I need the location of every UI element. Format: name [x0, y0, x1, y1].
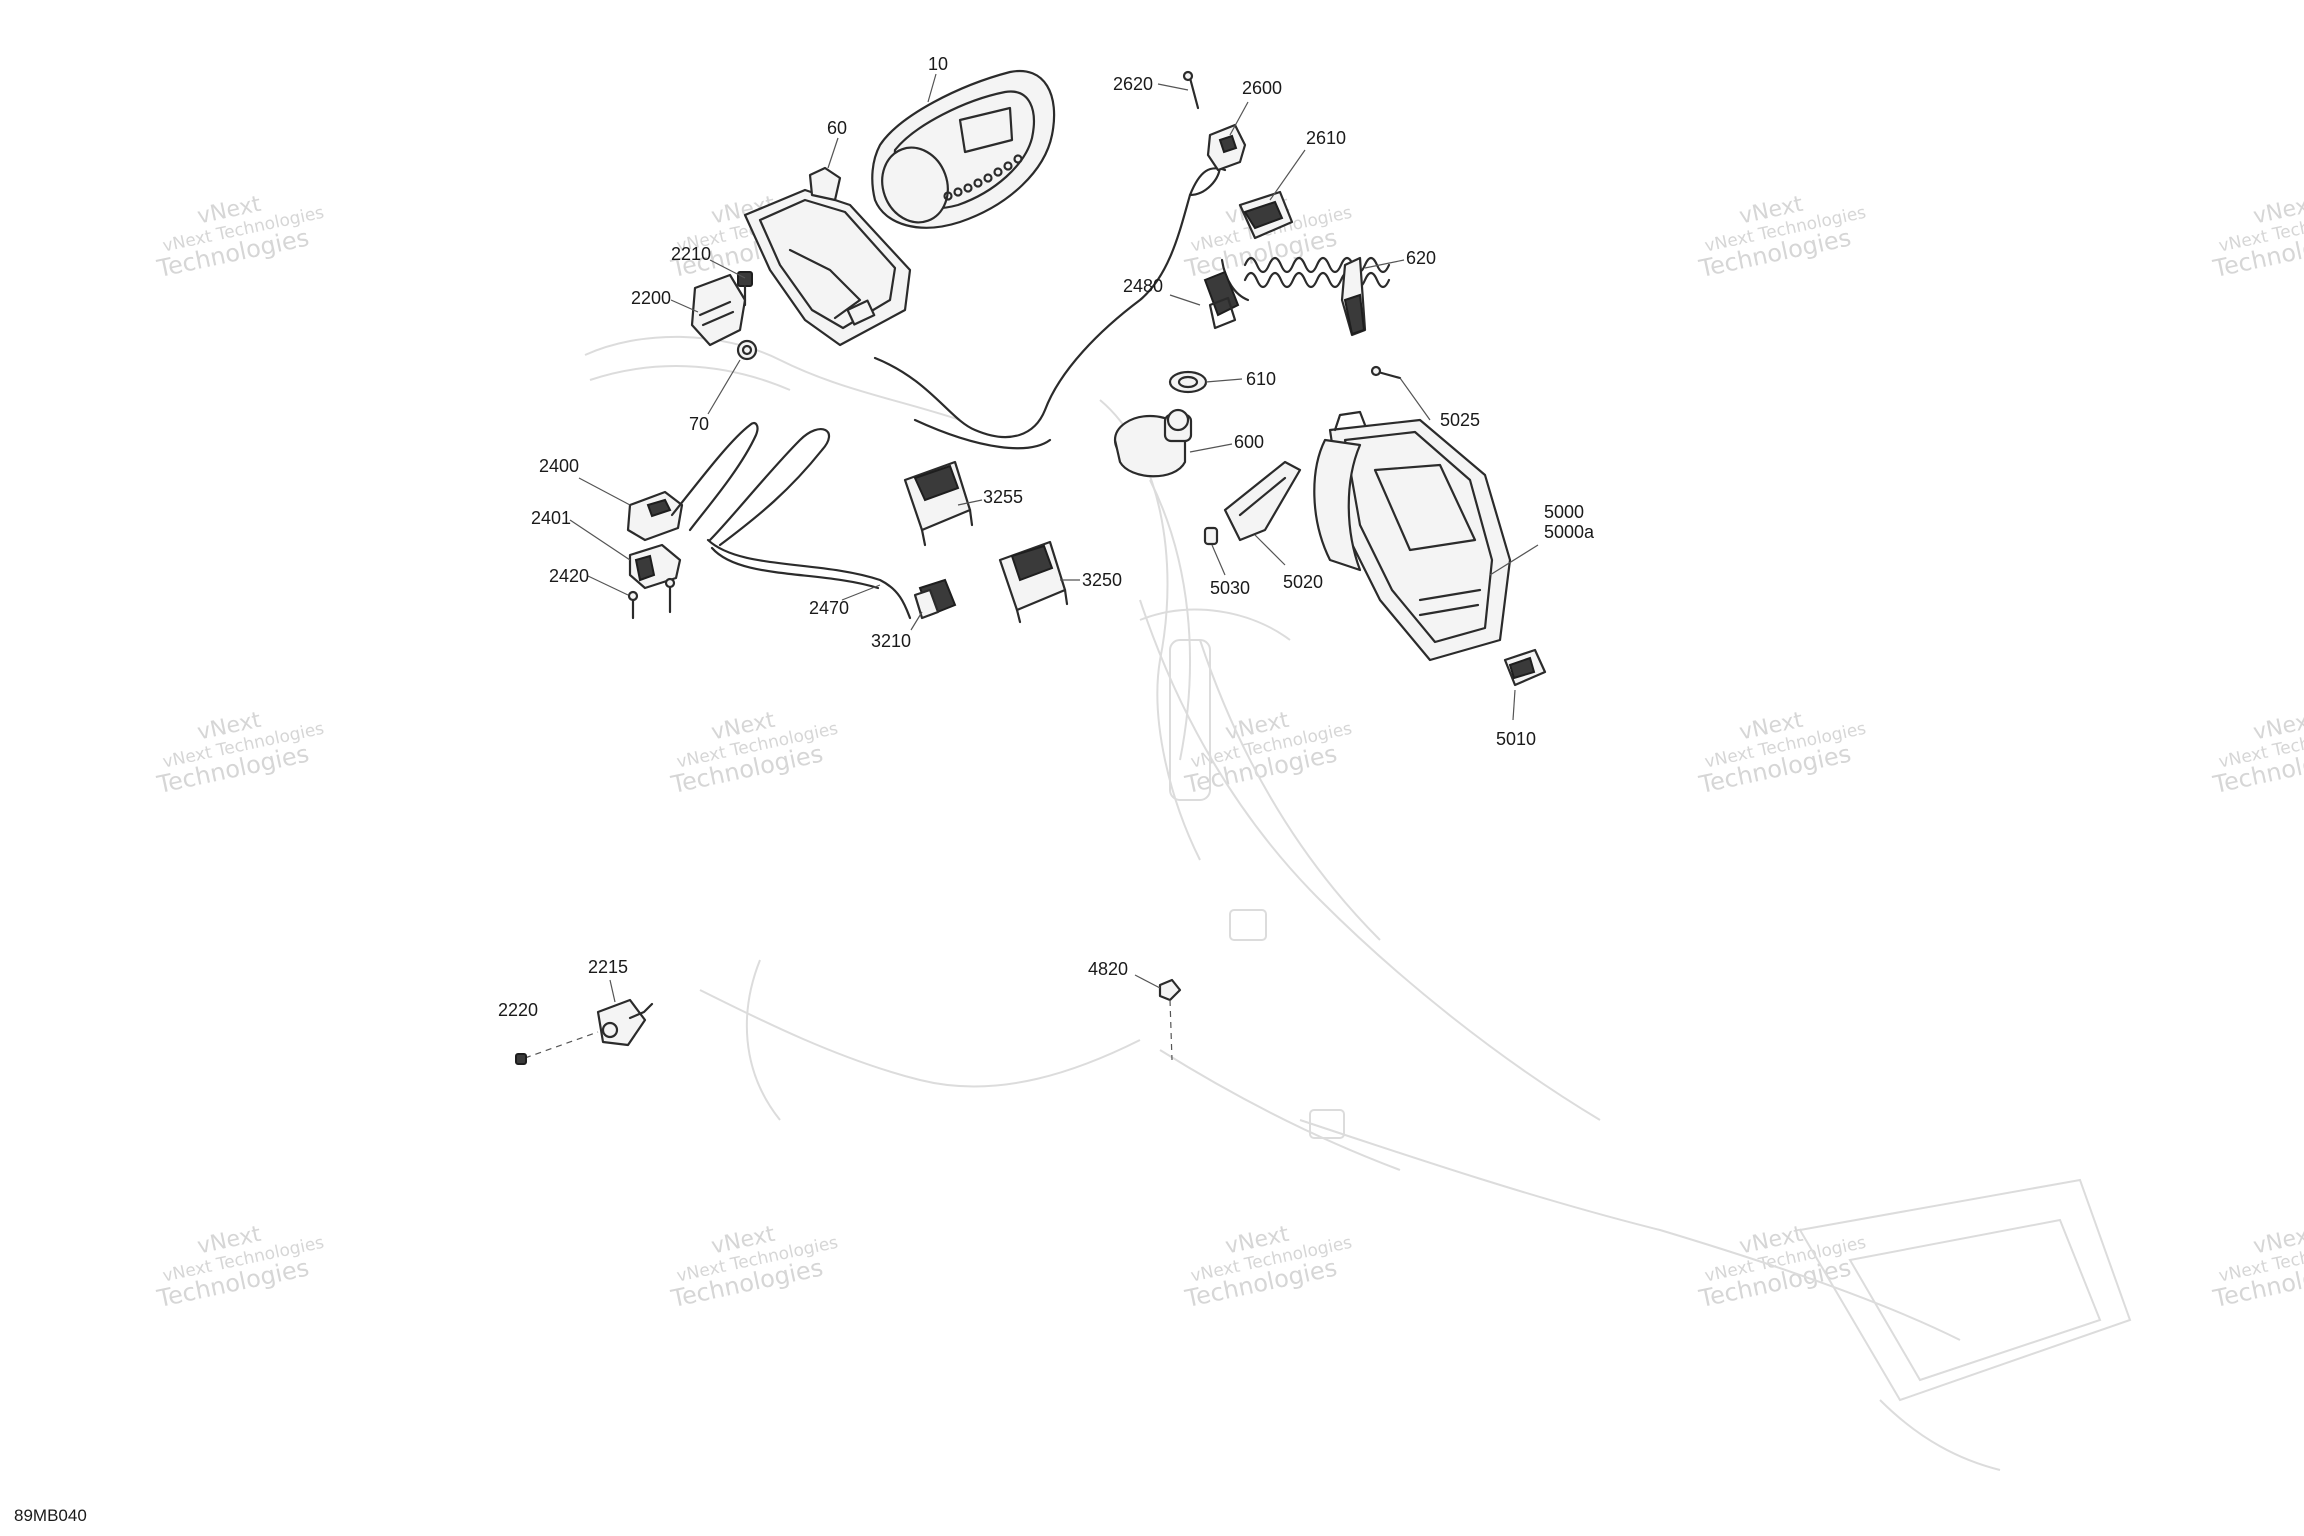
- callout-2420: 2420: [549, 566, 589, 586]
- part-5030-clip: [1203, 526, 1219, 546]
- callout-2400: 2400: [539, 456, 579, 476]
- callout-2610: 2610: [1306, 128, 1346, 148]
- part-3255-rocker-switch: [903, 460, 974, 547]
- part-2401-switch-base: [628, 543, 682, 590]
- callout-2215: 2215: [588, 957, 628, 977]
- callout-70: 70: [689, 414, 709, 434]
- part-2470-cable: [670, 421, 912, 620]
- part-2610-socket: [1238, 190, 1294, 240]
- part-2215-mount-plate: [596, 998, 654, 1047]
- part-2420-screws: [627, 577, 676, 620]
- callout-5000a: 5000a: [1544, 522, 1595, 542]
- callout-2220: 2220: [498, 1000, 538, 1020]
- part-2220-screw: [515, 1031, 599, 1065]
- part-5000-control-module: [1313, 410, 1512, 662]
- callout-5000: 5000: [1544, 502, 1584, 522]
- part-5025-screw: [1370, 365, 1402, 380]
- part-3210-connector: [913, 578, 957, 620]
- part-620-coiled-cable: [1220, 256, 1391, 337]
- callout-5025: 5025: [1440, 410, 1480, 430]
- callout-5020: 5020: [1283, 572, 1323, 592]
- callout-4820: 4820: [1088, 959, 1128, 979]
- indicator-lights: [943, 154, 1023, 201]
- callout-2600: 2600: [1242, 78, 1282, 98]
- callout-labels: 10 60 2210 2200 70 2620 2600 2610 2480 6…: [498, 54, 1595, 1020]
- part-2400-switch-housing: [626, 490, 684, 542]
- leader-lines: [569, 73, 1539, 1003]
- callout-3250: 3250: [1082, 570, 1122, 590]
- part-4820-nut: [1158, 978, 1182, 1061]
- callout-2480: 2480: [1123, 276, 1163, 296]
- part-10-instrument-cluster: [871, 69, 1056, 229]
- part-2620-screw: [1182, 70, 1200, 110]
- ghost-vehicle-frame: [584, 335, 2132, 1471]
- callout-60: 60: [827, 118, 847, 138]
- part-70-grommet: [736, 339, 758, 361]
- part-5010-clip: [1503, 648, 1547, 687]
- watermark-layer: vNext vNext Technologies Technologies vN…: [154, 192, 2304, 1314]
- callout-2620: 2620: [1113, 74, 1153, 94]
- callout-5010: 5010: [1496, 729, 1536, 749]
- callout-600: 600: [1234, 432, 1264, 452]
- callout-610: 610: [1246, 369, 1276, 389]
- callout-620: 620: [1406, 248, 1436, 268]
- callout-2401: 2401: [531, 508, 571, 528]
- part-2600-switch: [1206, 123, 1247, 172]
- part-3250-rocker-switch: [998, 540, 1069, 624]
- callout-3210: 3210: [871, 631, 911, 651]
- callout-2210: 2210: [671, 244, 711, 264]
- part-2480-connector-plug: [1203, 270, 1240, 330]
- part-610-seal-ring: [1168, 370, 1208, 394]
- part-600-power-socket: [1113, 408, 1193, 478]
- callout-3255: 3255: [983, 487, 1023, 507]
- callout-10: 10: [928, 54, 948, 74]
- figure-code: 89MB040: [14, 1506, 87, 1525]
- part-2210-nut: [737, 271, 753, 307]
- part-2200-connector: [690, 273, 747, 347]
- callout-5030: 5030: [1210, 578, 1250, 598]
- part-5020-bracket: [1223, 460, 1302, 542]
- callout-2200: 2200: [631, 288, 671, 308]
- callout-2470: 2470: [809, 598, 849, 618]
- part-60-mounting-bracket: [743, 166, 912, 347]
